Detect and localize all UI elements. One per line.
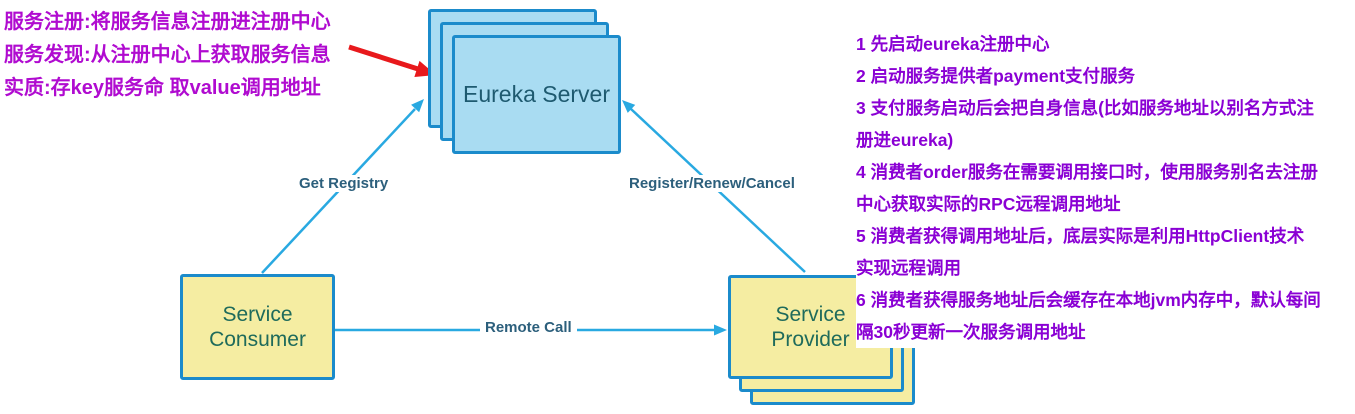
service-provider-label-line1: Service <box>775 303 846 326</box>
note-line: 6 消费者获得服务地址后会缓存在本地jvm内存中，默认每间 <box>856 290 1321 310</box>
note-line: 实现远程调用 <box>856 258 961 278</box>
note-line: 4 消费者order服务在需要调用接口时，使用服务别名去注册 <box>856 162 1318 182</box>
service-consumer-label-line1: Service <box>222 303 293 326</box>
note-line: 中心获取实际的RPC远程调用地址 <box>856 194 1121 214</box>
note-line: 2 启动服务提供者payment支付服务 <box>856 66 1136 86</box>
get-registry-arrowhead-icon <box>411 99 424 113</box>
remote-call-edge-label: Remote Call <box>480 319 577 336</box>
red-annotation-arrow-line <box>348 44 419 72</box>
left-annotation-line: 服务注册:将服务信息注册进注册中心 <box>4 11 331 33</box>
eureka-server-node: Eureka Server <box>452 35 621 154</box>
eureka-server-label: Eureka Server <box>462 81 610 107</box>
note-line: 隔30秒更新一次服务调用地址 <box>856 322 1086 342</box>
remote-call-arrowhead-icon <box>714 324 727 336</box>
left-annotation: 服务注册:将服务信息注册进注册中心 服务发现:从注册中心上获取服务信息 实质:存… <box>4 6 331 105</box>
note-line: 册进eureka) <box>856 130 954 150</box>
register-renew-cancel-arrowhead-icon <box>622 100 636 113</box>
right-notes-panel: 1 先启动eureka注册中心 2 启动服务提供者payment支付服务 3 支… <box>856 28 1355 348</box>
left-annotation-line: 服务发现:从注册中心上获取服务信息 <box>4 44 331 66</box>
service-provider-label-line2: Provider <box>771 328 850 351</box>
service-consumer-label-line2: Consumer <box>209 328 306 351</box>
note-line: 3 支付服务启动后会把自身信息(比如服务地址以别名方式注 <box>856 98 1314 118</box>
note-line: 1 先启动eureka注册中心 <box>856 34 1050 54</box>
note-line: 5 消费者获得调用地址后，底层实际是利用HttpClient技术 <box>856 226 1305 246</box>
service-consumer-node: Service Consumer <box>180 274 335 380</box>
get-registry-edge-label: Get Registry <box>294 175 394 192</box>
register-renew-cancel-edge-label: Register/Renew/Cancel <box>624 175 800 192</box>
left-annotation-line: 实质:存key服务命 取value调用地址 <box>4 77 321 99</box>
